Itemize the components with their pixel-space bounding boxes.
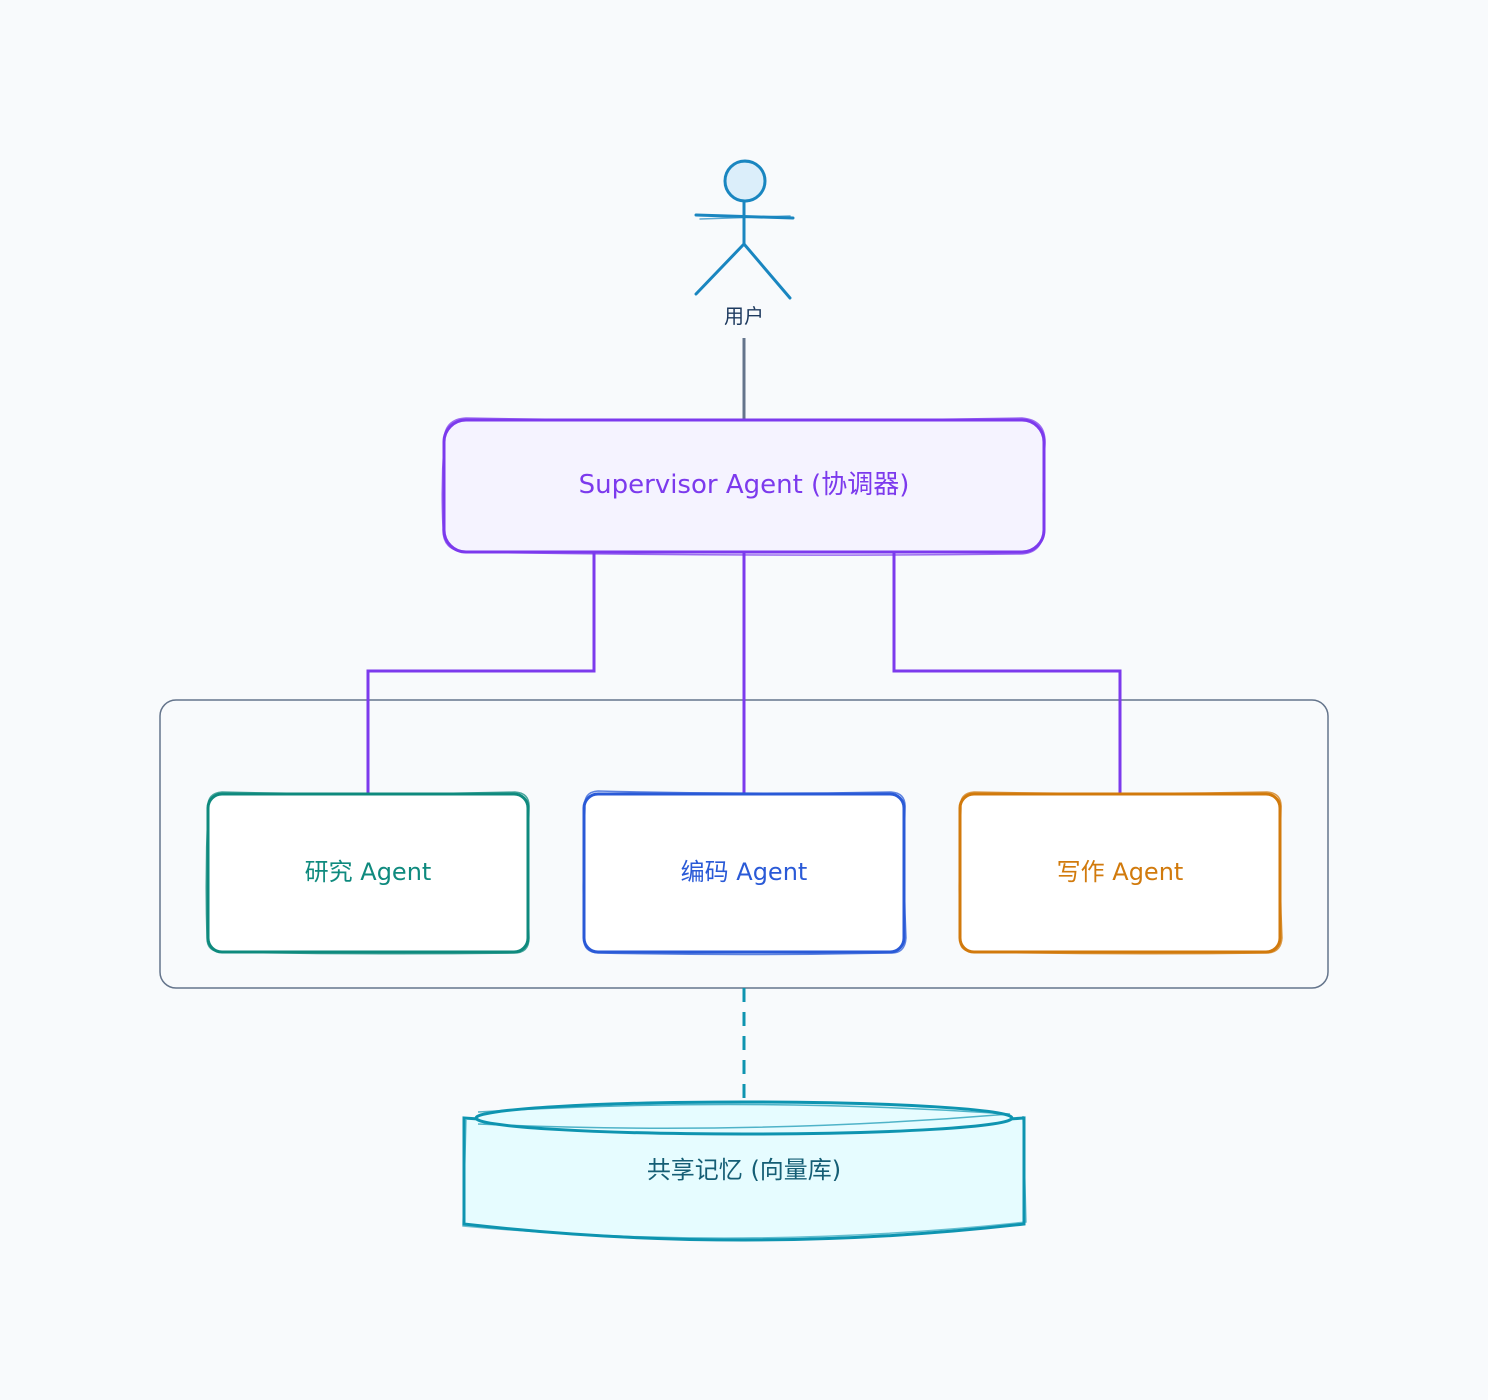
connector-supervisor-research (366, 552, 596, 794)
coding-agent-node (582, 790, 907, 956)
shared-memory-node (462, 1100, 1027, 1242)
user-stick-figure-icon (694, 159, 795, 300)
research-agent-label: 研究 Agent (304, 858, 432, 886)
connector-supervisor-writing (892, 552, 1122, 794)
research-agent-node (205, 791, 530, 955)
writing-agent-node (958, 791, 1283, 955)
shared-memory-label: 共享记忆 (向量库) (646, 1156, 842, 1184)
user-label: 用户 (724, 304, 764, 328)
coding-agent-label: 编码 Agent (680, 858, 808, 886)
supervisor-label: Supervisor Agent (协调器) (578, 470, 910, 500)
supervisor-node (441, 417, 1046, 556)
writing-agent-label: 写作 Agent (1056, 858, 1184, 886)
